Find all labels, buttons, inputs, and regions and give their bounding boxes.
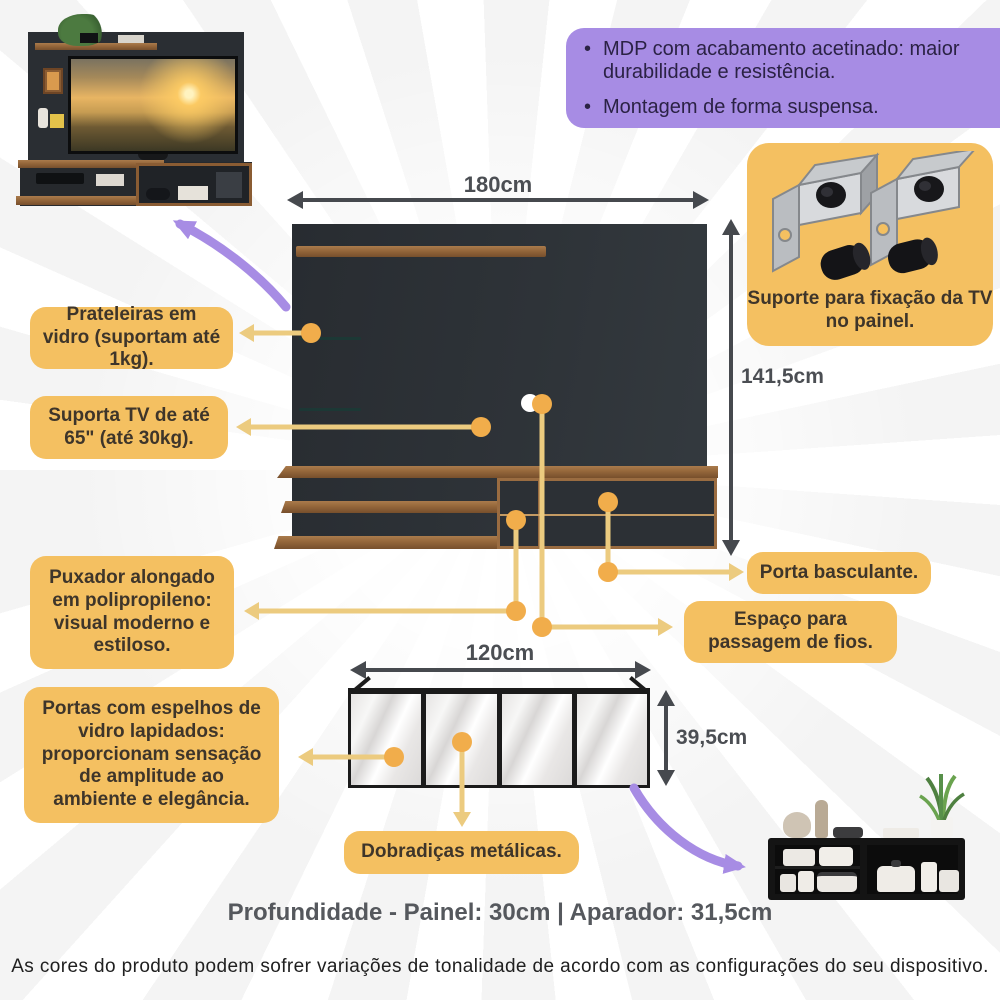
photo2-plant-pot bbox=[931, 817, 953, 838]
photo-lower-shelf-top bbox=[18, 160, 164, 168]
photo-controller bbox=[146, 188, 170, 200]
rubber-roller-1 bbox=[820, 242, 871, 280]
sideboard-width-label: 120cm bbox=[465, 640, 535, 665]
callout-porta-basculante: Porta basculante. bbox=[747, 552, 931, 594]
photo2-cup bbox=[798, 871, 814, 892]
tv-bracket-2 bbox=[870, 151, 975, 267]
photo2-shelf-divider bbox=[775, 866, 860, 869]
photo-decor-books bbox=[118, 35, 144, 43]
highlight-text-1: MDP com acabamento acetinado: maior dura… bbox=[603, 37, 960, 83]
photo-tv-screen-sunset bbox=[71, 59, 235, 151]
tv-bracket-1 bbox=[772, 152, 880, 273]
callout-suporte-tv-painel: Suporte para fixação da TV no painel. bbox=[747, 143, 993, 346]
rubber-roller-2 bbox=[887, 237, 938, 274]
callout-espaco-fios: Espaço para passagem de fios. bbox=[684, 601, 897, 663]
photo2-canister bbox=[939, 870, 959, 892]
color-disclaimer: As cores do produto podem sofrer variaçõ… bbox=[11, 956, 989, 977]
photo-books-2 bbox=[178, 186, 208, 200]
photo-lower-shelf-bottom bbox=[16, 196, 162, 205]
mirror-door-3 bbox=[501, 694, 572, 785]
photo-picture-frame bbox=[43, 68, 63, 94]
callout-suporta-tv: Suporta TV de até 65" (até 30kg). bbox=[30, 396, 228, 459]
photo-decor-box bbox=[50, 114, 64, 128]
mirror-door-2 bbox=[426, 694, 497, 785]
photo2-canister bbox=[921, 862, 937, 892]
photo-books bbox=[96, 174, 124, 186]
product-photo-sideboard bbox=[755, 770, 995, 910]
photo-soundbar bbox=[36, 173, 84, 184]
photo2-dark-plates bbox=[833, 827, 863, 838]
callout-puxador: Puxador alongado em polipropileno: visua… bbox=[30, 556, 234, 669]
callout-portas-espelhos: Portas com espelhos de vidro lapidados: … bbox=[24, 687, 279, 823]
panel-cabinet bbox=[497, 478, 717, 549]
callout-suporte-text: Suporte para fixação da TV no painel. bbox=[747, 288, 993, 333]
depth-note: Profundidade - Painel: 30cm | Aparador: … bbox=[227, 899, 773, 926]
sideboard-diagram bbox=[348, 688, 650, 788]
photo-top-shelf bbox=[35, 43, 157, 50]
panel-width-label: 180cm bbox=[463, 172, 533, 197]
panel-long-wood-shelf bbox=[277, 466, 718, 478]
mirror-door-1 bbox=[351, 694, 422, 785]
panel-top-wood-shelf bbox=[296, 246, 546, 257]
panel-height-label: 141,5cm bbox=[741, 365, 824, 388]
bullet-icon: • bbox=[584, 37, 592, 60]
highlights-box: • MDP com acabamento acetinado: maior du… bbox=[566, 28, 1000, 128]
photo2-bottle-vase bbox=[815, 800, 828, 838]
photo2-pot bbox=[877, 866, 915, 892]
photo-decor-vase bbox=[38, 108, 48, 128]
photo-storage-box bbox=[216, 172, 242, 198]
callout-prateleiras: Prateleiras em vidro (suportam até 1kg). bbox=[30, 304, 233, 370]
mirror-door-4 bbox=[576, 694, 647, 785]
highlight-text-2: Montagem de forma suspensa. bbox=[603, 95, 879, 118]
bullet-icon: • bbox=[584, 95, 592, 118]
photo2-cloth bbox=[883, 828, 919, 838]
photo2-bowl-stack bbox=[819, 847, 853, 866]
photo2-cup bbox=[780, 874, 796, 892]
photo2-big-bowl bbox=[817, 872, 857, 892]
panel-mid-wood-shelf bbox=[281, 501, 498, 513]
sideboard-height-label: 39,5cm bbox=[676, 726, 748, 749]
photo-tv bbox=[68, 56, 238, 154]
glass-shelf-1 bbox=[299, 337, 361, 340]
callout-dobradicas: Dobradiças metálicas. bbox=[344, 831, 579, 874]
highlight-item: • MDP com acabamento acetinado: maior du… bbox=[584, 38, 992, 84]
photo2-plate-stack bbox=[783, 849, 815, 866]
photo-tv-stand bbox=[138, 154, 168, 160]
tv-bracket-graphic bbox=[772, 151, 975, 280]
cabinet-handle-groove bbox=[500, 514, 714, 516]
photo2-plant bbox=[919, 774, 965, 820]
glass-shelf-2 bbox=[299, 408, 361, 411]
panel-bottom-wood-shelf bbox=[274, 536, 499, 549]
photo-decor-item bbox=[80, 33, 98, 43]
photo2-pot-lid bbox=[891, 860, 901, 867]
product-photo-tv-panel bbox=[16, 8, 294, 224]
photo2-vase bbox=[783, 812, 811, 838]
highlight-item: • Montagem de forma suspensa. bbox=[584, 96, 992, 119]
